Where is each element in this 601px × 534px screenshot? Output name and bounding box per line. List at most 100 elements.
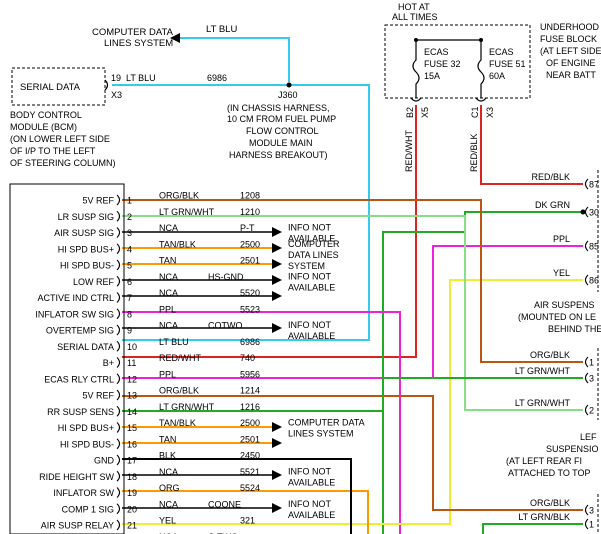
component-connector-symbol	[584, 518, 589, 530]
wire-color-label: BLK	[159, 451, 176, 461]
pin-function-label: HI SPD BUS+	[58, 244, 114, 254]
wire-color-label: TAN/BLK	[159, 418, 196, 428]
fuse51-0: ECAS	[489, 47, 514, 57]
wire-color-label: LT GRN/WHT	[159, 402, 215, 412]
pin-number: 2	[127, 212, 132, 222]
arrow-row-6	[272, 275, 282, 285]
pin-number: 12	[127, 374, 137, 384]
left-module-3: ATTACHED TO TOP	[508, 468, 591, 478]
red-blk-vertical: RED/BLK	[469, 133, 479, 172]
annotation-line: LINES SYSTEM	[288, 429, 354, 439]
annotation-line: DATA LINES	[288, 250, 339, 260]
annotation-line: AVAILABLE	[288, 477, 335, 487]
pin-connector-symbol	[116, 308, 121, 320]
pin-19-label: 19	[111, 73, 121, 83]
pin-connector-symbol	[116, 405, 121, 417]
annotation-line: AVAILABLE	[288, 331, 335, 341]
wire-color-label: NCA	[159, 321, 178, 331]
component-wire-label: ORG/BLK	[530, 498, 570, 508]
connector-c1	[475, 97, 487, 102]
wire-color-label: NCA	[159, 272, 178, 282]
underhood-fuse-block	[384, 24, 531, 99]
pin-connector-symbol	[116, 470, 121, 482]
fuse51-1: FUSE 51	[489, 59, 526, 69]
wire-color-label: NCA	[159, 532, 178, 534]
air-susp-comp-2: BEHIND THE	[548, 324, 601, 334]
connector-bracket-19	[104, 79, 109, 91]
pin-function-label: B+	[103, 358, 114, 368]
annotation-line: INFO NOT	[288, 499, 331, 509]
bcm-desc-2: (ON LOWER LEFT SIDE	[10, 134, 110, 144]
arrow-row-16	[272, 438, 282, 448]
wire-group	[112, 37, 583, 534]
splice-j360	[286, 82, 292, 88]
wire-color-label: LT BLU	[159, 337, 189, 347]
component-wire-label: DK GRN	[535, 200, 570, 210]
component-wire-label: ORG/BLK	[530, 350, 570, 360]
wire-color-label: NCA	[159, 288, 178, 298]
arrow-row-15	[272, 422, 282, 432]
wire-lt-blu-serial	[112, 84, 370, 341]
x5-label: X5	[420, 107, 430, 118]
pin-connector-symbol	[116, 487, 121, 498]
lt-blu-mid-label: LT BLU	[126, 73, 156, 83]
pin-number: 1	[127, 196, 132, 206]
wire-color-label: RED/WHT	[159, 353, 201, 363]
circuit-number: 321	[240, 516, 255, 526]
wire-org-19	[122, 490, 369, 534]
arrow-computer-data-top	[170, 33, 180, 43]
wire-org-blk-13	[122, 395, 583, 511]
circuit-number: 2501	[240, 434, 260, 444]
circuit-number: HS-GND	[208, 272, 244, 282]
arrow-row-3	[272, 227, 282, 237]
j360-desc-3: MODULE MAIN	[249, 138, 313, 148]
circuit-number: 1214	[240, 386, 260, 396]
wire-color-label: ORG/BLK	[159, 191, 199, 201]
wire-yel	[122, 279, 583, 525]
pin-number: 14	[127, 407, 137, 417]
pin-number: 11	[127, 358, 136, 368]
pin-connector-symbol	[116, 454, 121, 466]
x3b-label: X3	[485, 107, 495, 118]
circuit-number: 5521	[240, 467, 260, 477]
pin-function-label: ACTIVE IND CTRL	[37, 293, 114, 303]
j360-label: J360	[278, 90, 298, 100]
air-susp-comp-0: AIR SUSPENS	[534, 300, 595, 310]
wire-color-label: TAN	[159, 256, 176, 266]
x3-label: X3	[111, 90, 122, 100]
pin-connector-symbol	[116, 243, 121, 255]
pin-number: 10	[127, 342, 137, 352]
component-pin-number: 1	[589, 358, 594, 368]
circuit-number: 740	[240, 353, 255, 363]
pin-connector-symbol	[116, 227, 121, 238]
component-connector-symbol	[584, 240, 589, 252]
annotation-line: AVAILABLE	[288, 510, 335, 520]
j360-desc-0: (IN CHASSIS HARNESS,	[227, 103, 330, 113]
circuit-6986-top: 6986	[207, 73, 227, 83]
wire-color-label: ORG/BLK	[159, 386, 199, 396]
circuit-number: 2450	[240, 451, 260, 461]
wire-color-label: PPL	[159, 304, 176, 314]
pin-connector-symbol	[116, 275, 121, 287]
wire-color-label: TAN	[159, 434, 176, 444]
pin-function-label: OVERTEMP SIG	[46, 326, 114, 336]
pin-function-label: RIDE HEIGHT SW	[39, 472, 114, 482]
wire-lt-grn-wht-14	[122, 377, 583, 412]
pin-number: 7	[127, 293, 132, 303]
wire-ppl-85	[122, 245, 583, 379]
circuit-number: 5523	[240, 304, 260, 314]
